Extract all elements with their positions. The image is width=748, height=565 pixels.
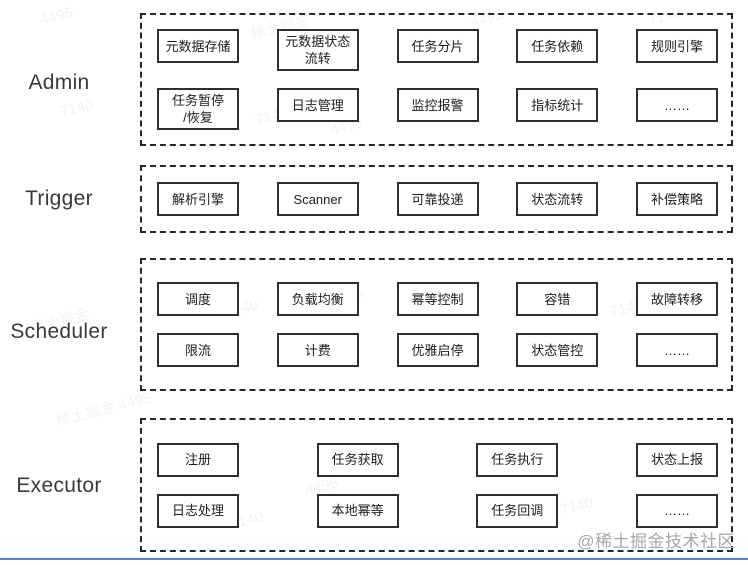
- background-watermark: 4495: [38, 4, 75, 29]
- module-status-report: 状态上报: [635, 442, 718, 477]
- executor-row-2: 日志处理 本地幂等 任务回调 ……: [157, 493, 718, 528]
- module-state-management: 状态管控: [516, 333, 599, 367]
- module-load-balancing: 负载均衡: [276, 282, 359, 316]
- module-monitor-alert: 监控报警: [396, 88, 479, 122]
- module-graceful-start-stop: 优雅启停: [396, 333, 479, 367]
- layer-trigger: 解析引擎 Scanner 可靠投递 状态流转 补偿策略: [140, 165, 733, 233]
- layer-executor: 注册 任务获取 任务执行 状态上报 日志处理 本地幂等 任务回调 ……: [140, 418, 733, 552]
- module-rule-engine: 规则引擎: [636, 29, 718, 63]
- layer-admin: 元数据存储 元数据状态 流转 任务分片 任务依赖 规则引擎 任务暂停 /恢复 日…: [140, 13, 733, 146]
- background-watermark: 7140: [58, 96, 95, 121]
- module-log-management: 日志管理: [276, 88, 359, 122]
- module-fault-tolerance: 容错: [516, 282, 599, 316]
- trigger-row-1: 解析引擎 Scanner 可靠投递 状态流转 补偿策略: [157, 182, 718, 216]
- module-task-dependency: 任务依赖: [516, 29, 599, 63]
- module-billing: 计费: [276, 333, 359, 367]
- layer-label-executor: Executor: [16, 474, 102, 497]
- module-metric-stats: 指标统计: [516, 88, 599, 122]
- module-task-pause-resume: 任务暂停 /恢复: [157, 88, 239, 130]
- module-scanner: Scanner: [276, 182, 359, 216]
- executor-row-1: 注册 任务获取 任务执行 状态上报: [157, 442, 718, 477]
- module-register: 注册: [157, 442, 239, 477]
- admin-row-1: 元数据存储 元数据状态 流转 任务分片 任务依赖 规则引擎: [157, 29, 718, 71]
- module-task-callback: 任务回调: [476, 493, 559, 528]
- module-parse-engine: 解析引擎: [157, 182, 239, 216]
- module-ellipsis-executor: ……: [635, 493, 718, 528]
- layer-scheduler: 调度 负载均衡 幂等控制 容错 故障转移 限流 计费 优雅启停 状态管控 ……: [140, 258, 733, 391]
- scheduler-row-1: 调度 负载均衡 幂等控制 容错 故障转移: [157, 282, 718, 316]
- module-task-sharding: 任务分片: [396, 29, 479, 63]
- module-task-fetch: 任务获取: [316, 442, 399, 477]
- module-metadata-storage: 元数据存储: [157, 29, 239, 63]
- module-metadata-state-flow: 元数据状态 流转: [276, 29, 359, 71]
- module-reliable-delivery: 可靠投递: [396, 182, 479, 216]
- module-state-flow: 状态流转: [516, 182, 599, 216]
- background-watermark: 稀土掘金 4495: [54, 389, 154, 430]
- admin-row-2: 任务暂停 /恢复 日志管理 监控报警 指标统计 ……: [157, 88, 718, 130]
- module-rate-limit: 限流: [157, 333, 239, 367]
- layer-label-admin: Admin: [28, 71, 90, 94]
- footer-divider: [0, 558, 748, 560]
- module-local-idempotent: 本地幂等: [316, 493, 399, 528]
- layer-label-scheduler: Scheduler: [10, 320, 108, 343]
- scheduler-row-2: 限流 计费 优雅启停 状态管控 ……: [157, 333, 718, 367]
- module-ellipsis-admin: ……: [636, 88, 718, 122]
- module-log-processing: 日志处理: [157, 493, 239, 528]
- module-ellipsis-scheduler: ……: [636, 333, 718, 367]
- module-failover: 故障转移: [636, 282, 718, 316]
- module-task-execute: 任务执行: [476, 442, 559, 477]
- juejin-community-credit: @稀土掘金技术社区: [577, 532, 735, 551]
- module-scheduling: 调度: [157, 282, 239, 316]
- module-compensation-strategy: 补偿策略: [636, 182, 718, 216]
- module-idempotent-control: 幂等控制: [396, 282, 479, 316]
- layer-label-trigger: Trigger: [25, 187, 93, 210]
